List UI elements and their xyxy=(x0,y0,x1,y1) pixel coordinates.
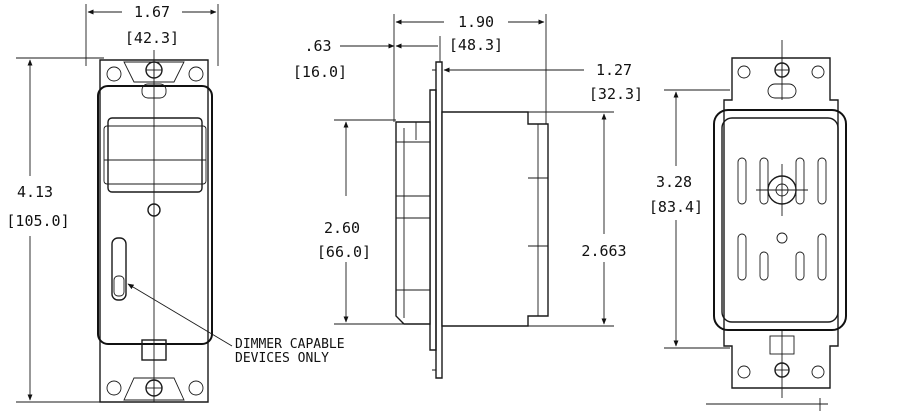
side-offset-mm: [16.0] xyxy=(293,63,347,81)
front-dimmer-slider xyxy=(111,237,127,301)
back-vent-slot xyxy=(759,251,769,281)
back-strap xyxy=(723,57,839,389)
front-width-mm: [42.3] xyxy=(125,29,179,47)
back-vent-slot xyxy=(795,157,805,205)
side-strap xyxy=(435,61,443,379)
side-body-depth-mm: [32.3] xyxy=(589,85,643,103)
front-bottom-left-hole xyxy=(106,380,122,396)
side-depth-in: 1.90 xyxy=(458,13,494,31)
back-height-in: 3.28 xyxy=(656,173,692,191)
front-height-mm: [105.0] xyxy=(6,212,69,230)
dimmer-note-leader xyxy=(127,283,233,347)
side-rear-body xyxy=(441,111,549,327)
back-height-mm: [83.4] xyxy=(649,198,703,216)
front-sensor-window xyxy=(107,117,203,193)
front-top-left-hole xyxy=(106,66,122,82)
front-width-in: 1.67 xyxy=(134,3,170,21)
front-view: 1.67 [42.3] 4.13 [105.0] DIMMER CAPABLE … xyxy=(6,3,345,403)
front-device-body xyxy=(97,85,213,345)
front-height-in: 4.13 xyxy=(17,183,53,201)
dimmer-note-line2: DEVICES ONLY xyxy=(235,351,329,366)
front-top-right-hole xyxy=(188,66,204,82)
front-strap xyxy=(99,59,209,403)
side-overall-height: 2.663 xyxy=(581,242,626,260)
side-offset-in: .63 xyxy=(304,37,331,55)
back-vent-slot xyxy=(737,233,747,281)
back-view: 3.28 [83.4] xyxy=(649,40,847,411)
front-bottom-right-hole xyxy=(188,380,204,396)
side-front-cover xyxy=(395,121,431,325)
side-depth-mm: [48.3] xyxy=(449,36,503,54)
side-body-height-in: 2.60 xyxy=(324,219,360,237)
back-vent-slot xyxy=(737,157,747,205)
back-vent-slot xyxy=(759,157,769,205)
back-vent-slot xyxy=(795,251,805,281)
back-housing xyxy=(713,109,847,331)
side-body-depth-in: 1.27 xyxy=(596,61,632,79)
back-vent-slot xyxy=(817,233,827,281)
side-view: 1.90 [48.3] .63 [16.0] 1.27 [32.3] 2.60 … xyxy=(293,13,643,379)
side-body-height-mm: [66.0] xyxy=(317,243,371,261)
back-vent-slot xyxy=(817,157,827,205)
dimmer-note-line1: DIMMER CAPABLE xyxy=(235,337,345,352)
